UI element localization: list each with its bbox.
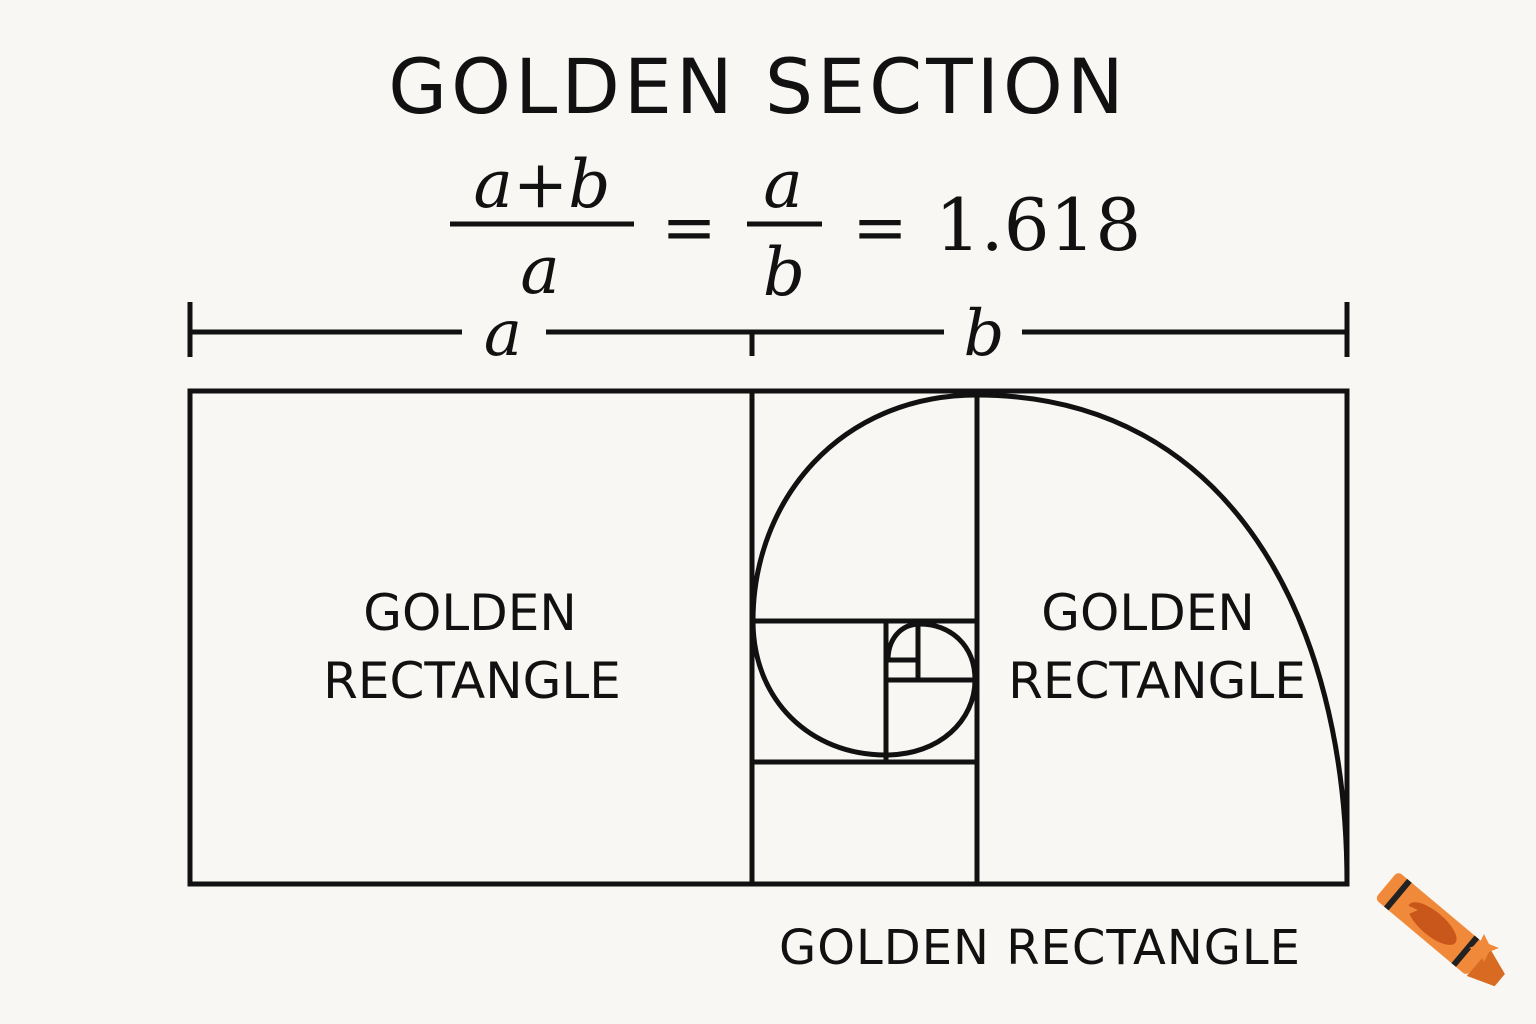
right-rectangle-label: GOLDEN RECTANGLE xyxy=(1008,584,1306,710)
bottom-caption: GOLDEN RECTANGLE xyxy=(779,920,1301,976)
equals-sign-1: = xyxy=(661,189,716,266)
equals-sign-2: = xyxy=(852,189,907,266)
golden-ratio-value: 1.618 xyxy=(935,183,1141,267)
segment-b-label: b xyxy=(964,297,1005,371)
svg-text:GOLDEN: GOLDEN xyxy=(363,584,576,642)
svg-text:RECTANGLE: RECTANGLE xyxy=(1008,652,1306,710)
sparkle-icon xyxy=(1392,897,1499,962)
left-fraction-numerator: a+b xyxy=(474,146,611,223)
svg-text:RECTANGLE: RECTANGLE xyxy=(323,652,621,710)
diagram-title: GOLDEN SECTION xyxy=(388,42,1127,131)
left-rectangle-label: GOLDEN RECTANGLE xyxy=(323,584,621,710)
golden-rectangle-construction xyxy=(187,388,1350,887)
dimension-line: a b xyxy=(187,297,1350,371)
golden-ratio-equation: a+b a = a b = 1.618 xyxy=(450,146,1141,311)
crayon-icon xyxy=(1376,873,1505,987)
middle-fraction-numerator: a xyxy=(763,146,802,223)
segment-a-label: a xyxy=(484,297,522,371)
middle-fraction-denominator: b xyxy=(763,234,805,311)
svg-text:GOLDEN: GOLDEN xyxy=(1041,584,1254,642)
left-fraction-denominator: a xyxy=(520,232,559,309)
